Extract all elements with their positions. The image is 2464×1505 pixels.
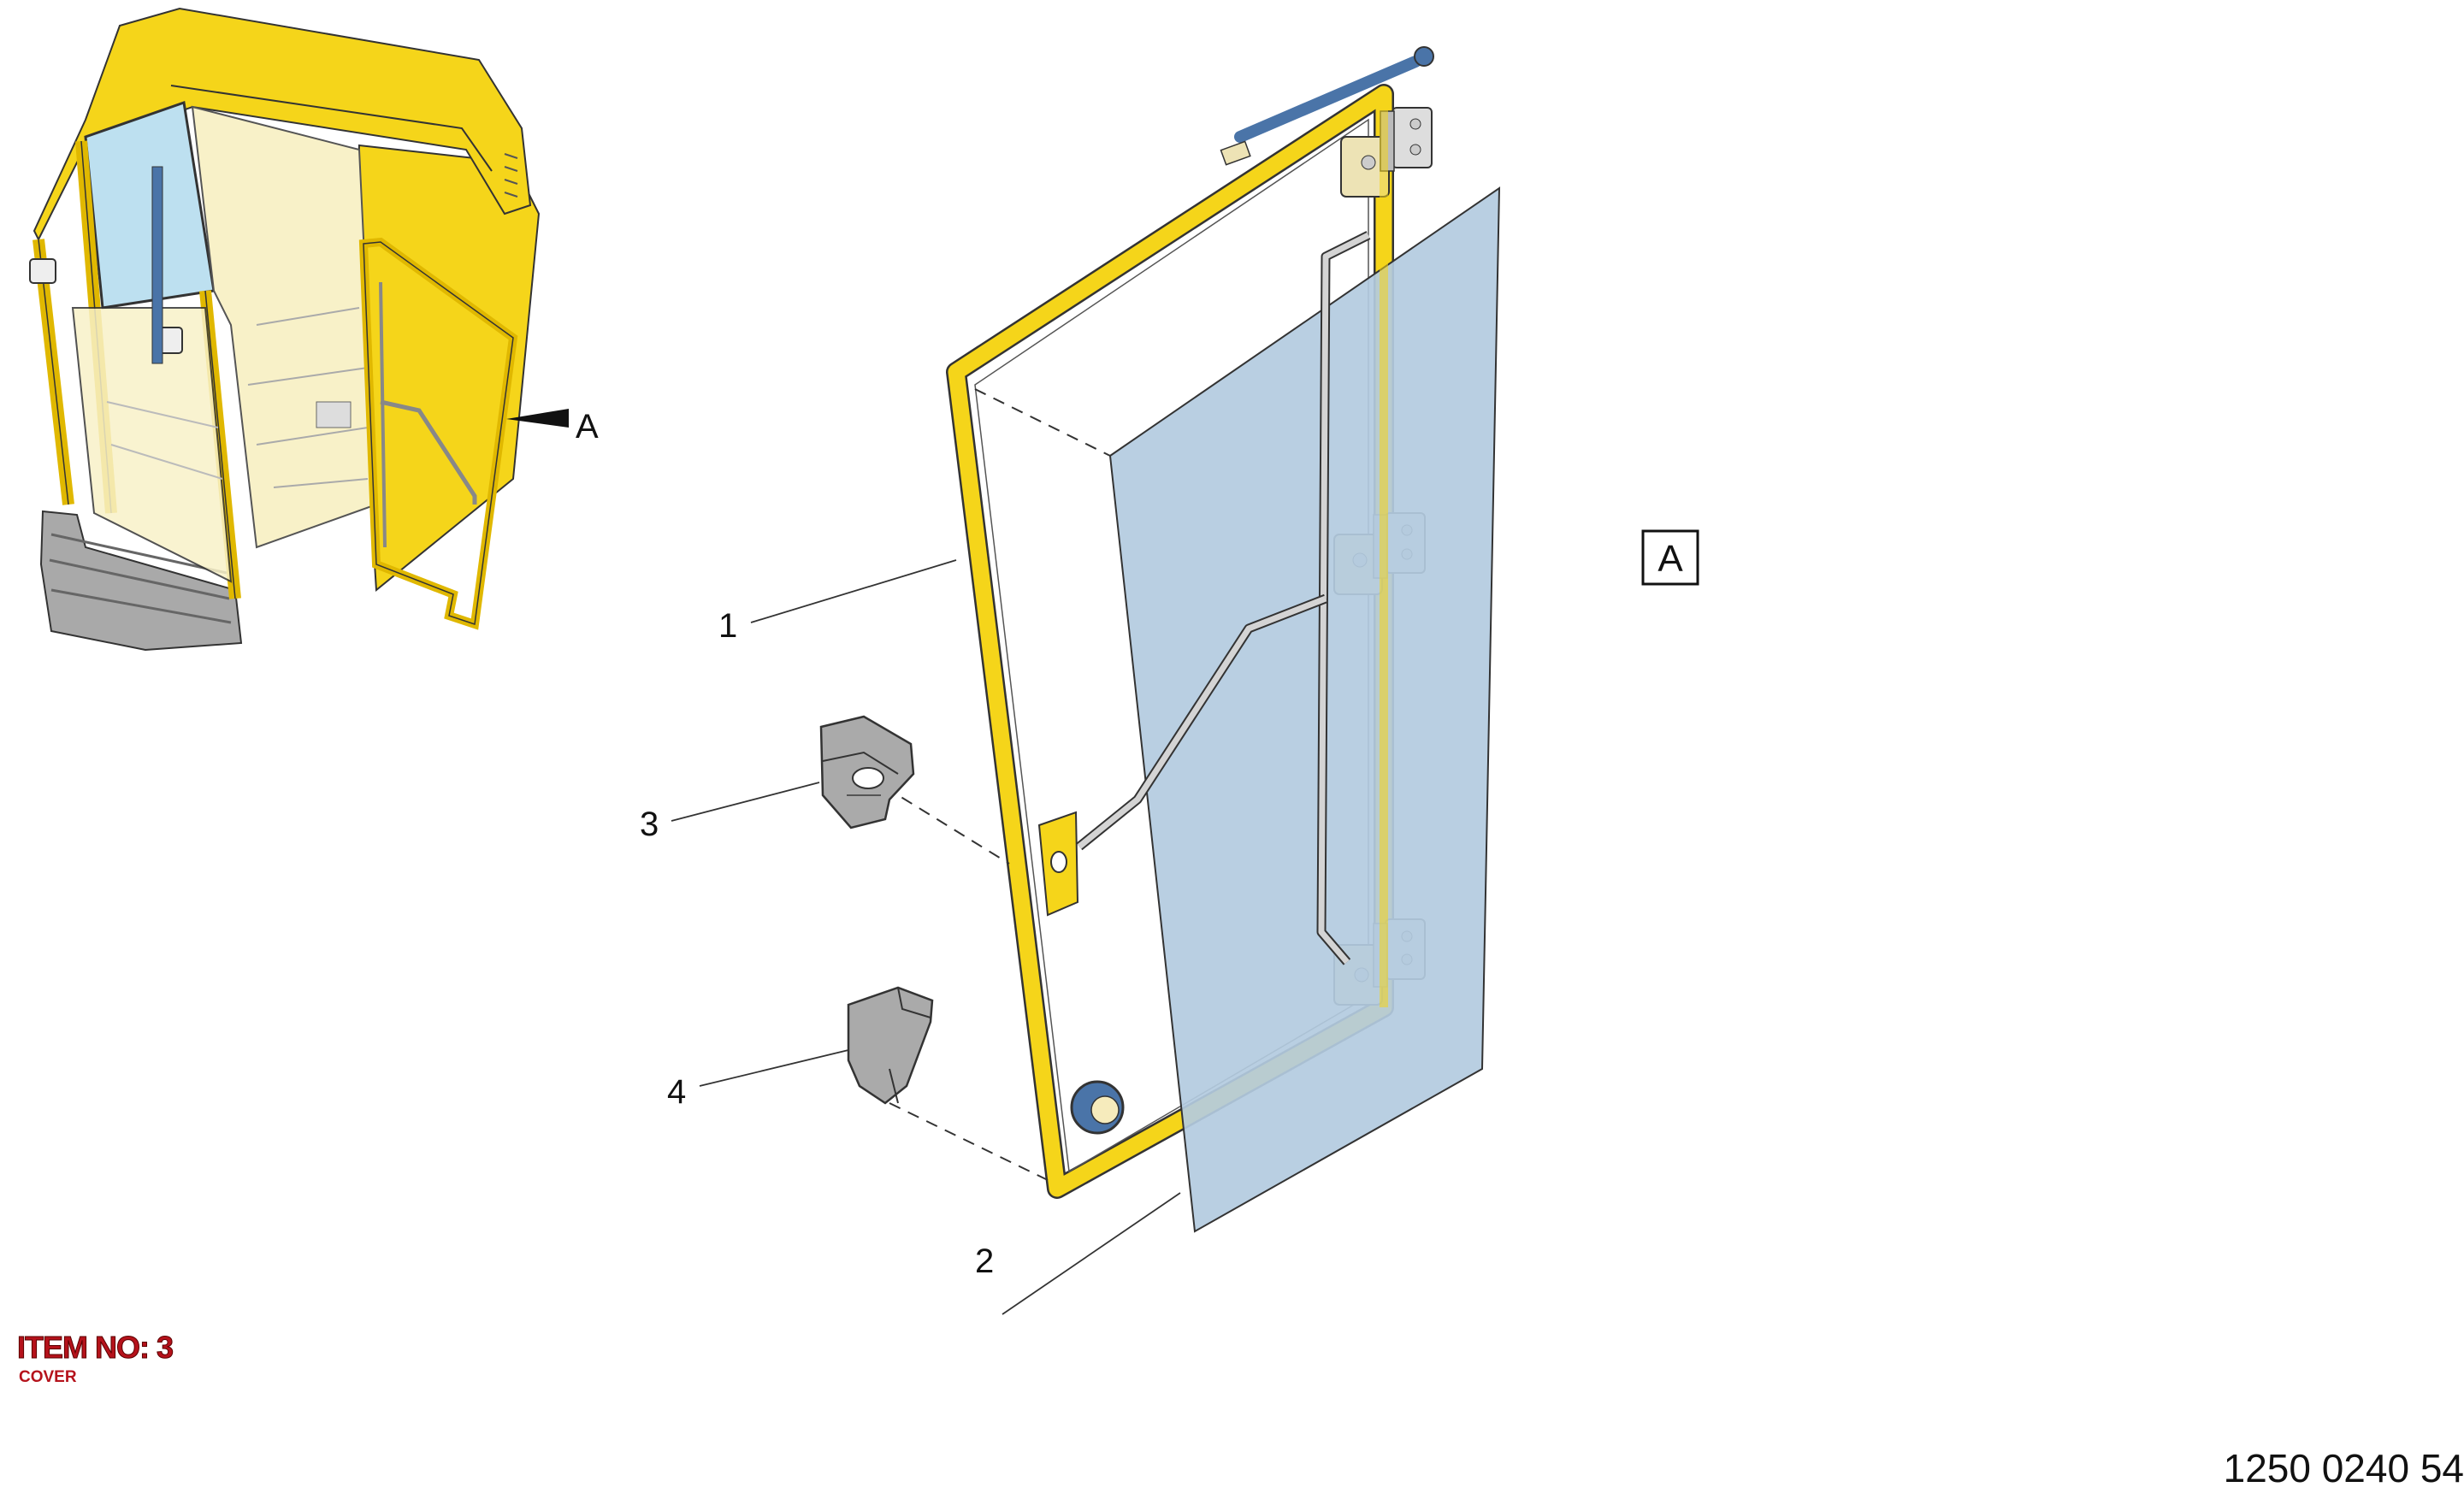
leader-lines: [671, 559, 1181, 1315]
glass-pane-part-2: [1108, 186, 1501, 1233]
overview-pointer-label: A: [576, 408, 599, 446]
item-name-label: COVER: [19, 1368, 77, 1386]
cover-part-3: [819, 715, 915, 829]
callout-4: 4: [667, 1073, 686, 1111]
item-number-label: ITEM NO: 3: [16, 1330, 174, 1366]
view-label-box: A: [1641, 529, 1699, 586]
callout-3: 3: [640, 806, 659, 843]
view-label-text: A: [1657, 538, 1683, 580]
callout-1: 1: [718, 607, 737, 645]
cab-windscreen: [84, 100, 216, 310]
bracket-part-4: [847, 986, 934, 1105]
door-gas-strut: [1234, 56, 1421, 143]
cab-overview: A: [29, 7, 599, 652]
assembly-dashed-lines: [883, 388, 1111, 1181]
cab-roof: [32, 7, 532, 242]
document-number: 1250 0240 54: [2223, 1446, 2464, 1490]
cab-interior: [191, 105, 378, 549]
overview-pointer-arrow: [506, 409, 569, 428]
door-handle-rod: [1076, 231, 1371, 965]
callout-2: 2: [975, 1242, 994, 1280]
